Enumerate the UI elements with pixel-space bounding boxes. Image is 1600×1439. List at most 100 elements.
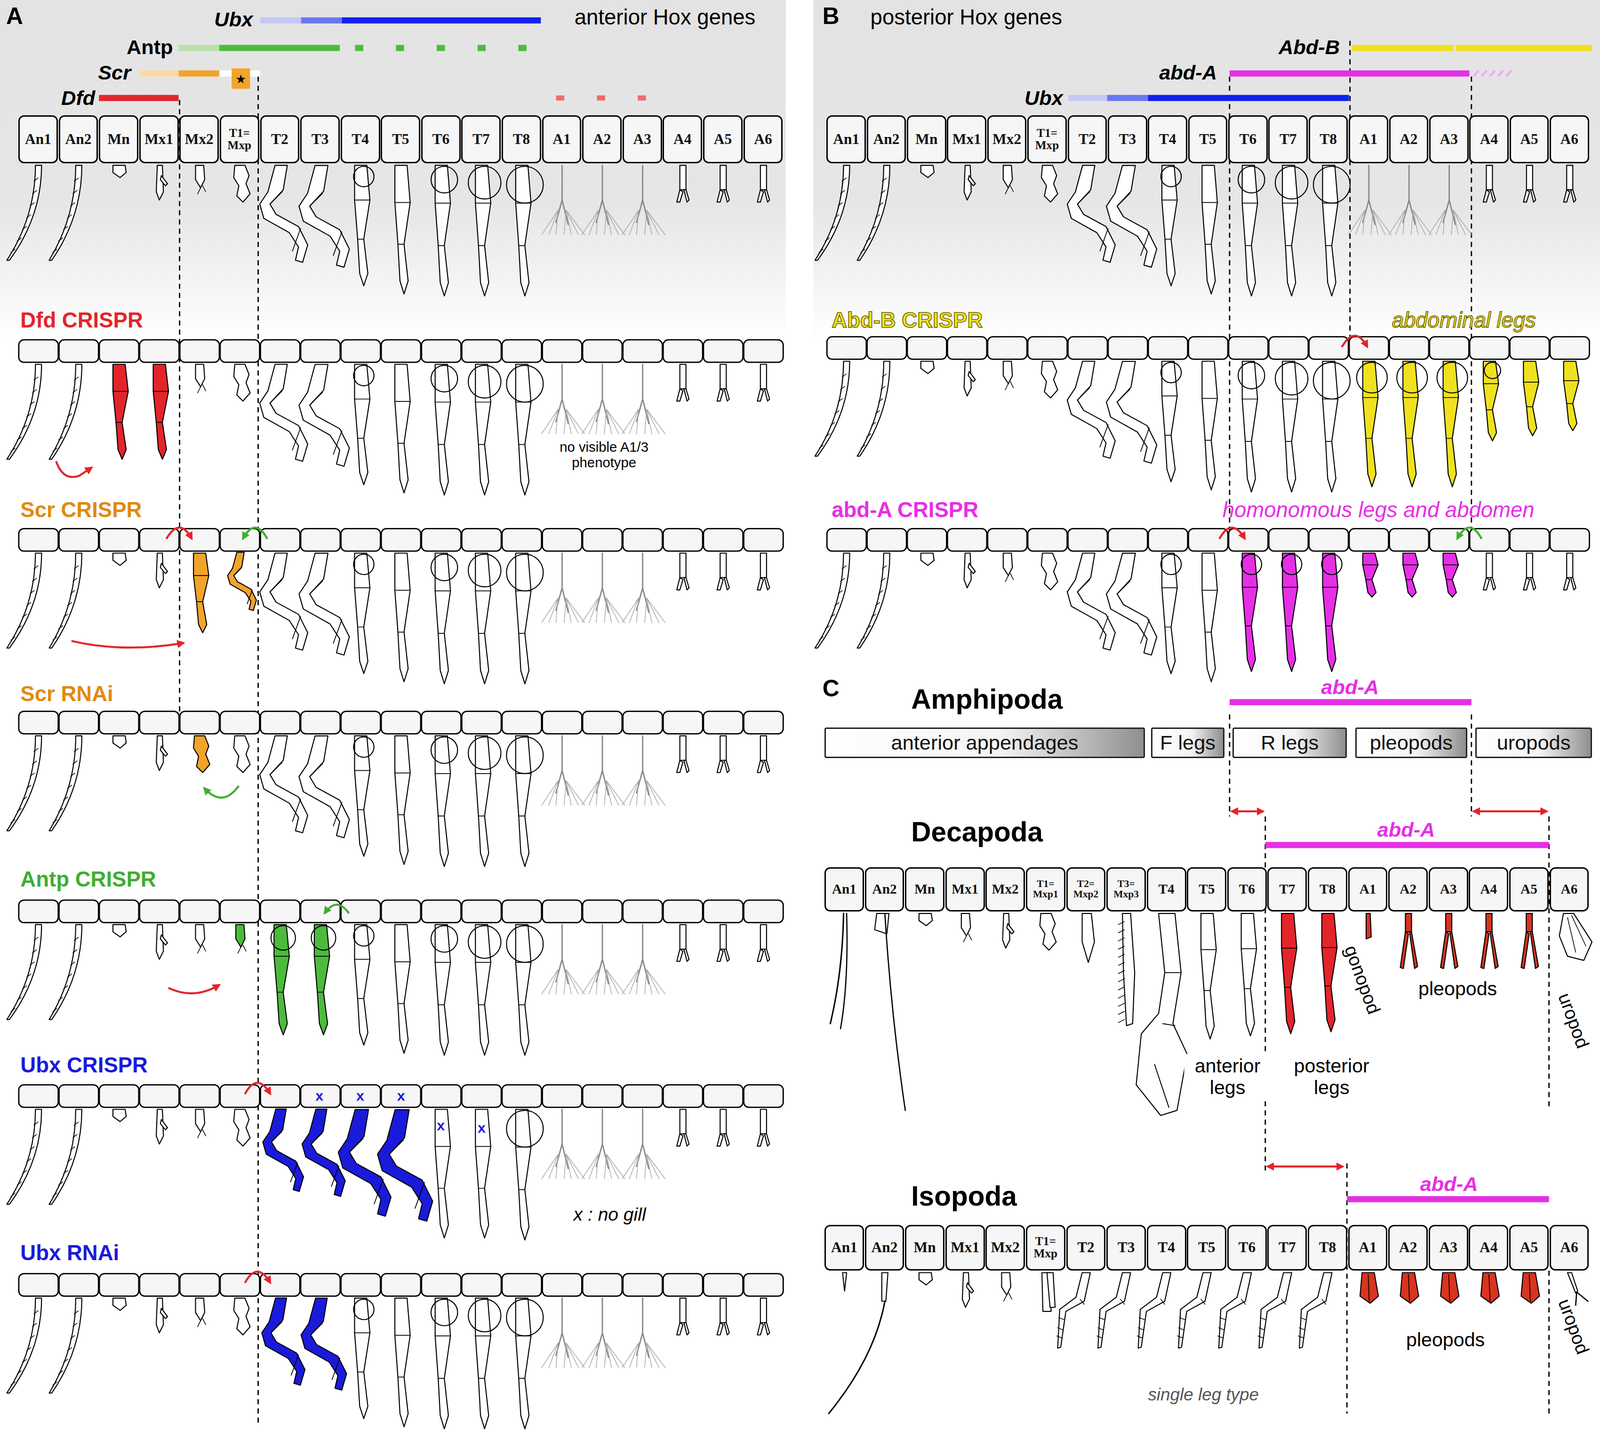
appendage-outline bbox=[676, 189, 683, 202]
appendage-line bbox=[606, 1154, 625, 1179]
appendage bbox=[1200, 913, 1217, 1040]
expression-bar bbox=[341, 17, 541, 24]
appendage bbox=[259, 165, 308, 263]
appendage bbox=[1281, 913, 1297, 1034]
gill bbox=[1281, 554, 1302, 575]
appendage-line bbox=[566, 210, 585, 235]
appendage bbox=[1437, 361, 1468, 488]
appendage-outline bbox=[717, 189, 724, 202]
segment-outline bbox=[300, 900, 341, 923]
appendage-outline bbox=[724, 189, 730, 202]
appendage-outline bbox=[515, 1109, 532, 1240]
appendage-line bbox=[515, 402, 532, 445]
appendage-outline bbox=[1299, 1272, 1332, 1348]
segment-outline bbox=[743, 339, 784, 363]
appendage-line bbox=[878, 398, 883, 402]
segment-label: T2 bbox=[1077, 1240, 1095, 1256]
appendage-outline bbox=[676, 1134, 683, 1147]
gill bbox=[1241, 554, 1262, 575]
appendage bbox=[717, 364, 730, 401]
segment-outline bbox=[139, 711, 180, 735]
appendage-outline bbox=[1567, 1272, 1578, 1293]
expression-bar bbox=[556, 95, 565, 101]
appendage-line bbox=[963, 933, 972, 942]
appendage-line bbox=[548, 409, 559, 434]
appendage bbox=[259, 552, 308, 650]
gill bbox=[468, 736, 501, 770]
appendage-line bbox=[1005, 185, 1014, 194]
appendage-line bbox=[515, 591, 532, 634]
appendage-line bbox=[30, 1146, 35, 1151]
appendage-outline bbox=[1201, 361, 1218, 490]
appendage bbox=[857, 165, 890, 261]
appendage bbox=[475, 1109, 491, 1238]
appendage-line bbox=[582, 598, 599, 623]
segment-outline bbox=[663, 1084, 703, 1108]
appendage-outline bbox=[1523, 189, 1530, 202]
gill bbox=[506, 736, 544, 774]
appendage-outline bbox=[968, 175, 976, 186]
experiment-label: Scr RNAi bbox=[20, 681, 113, 706]
appendage-line bbox=[354, 1332, 370, 1372]
expression-bar bbox=[1265, 841, 1550, 848]
appendage bbox=[233, 736, 251, 773]
appendage-line bbox=[26, 1158, 32, 1162]
segment-box: A4 bbox=[1468, 867, 1509, 912]
segment-box: T7 bbox=[1268, 115, 1308, 164]
appendage-line bbox=[1242, 399, 1258, 442]
appendage-line bbox=[26, 1347, 32, 1352]
appendage-line bbox=[589, 210, 599, 235]
appendage bbox=[830, 913, 848, 1029]
appendage-outline bbox=[193, 552, 209, 633]
appendage-outline bbox=[680, 364, 687, 389]
segment-outline bbox=[179, 711, 220, 735]
appendage-outline bbox=[1282, 552, 1298, 672]
appendage bbox=[857, 552, 890, 648]
appendage-line bbox=[475, 203, 491, 246]
segment-outline bbox=[502, 339, 542, 363]
appendage-line bbox=[22, 985, 27, 990]
appendage-outline bbox=[515, 552, 532, 684]
appendage-outline bbox=[1443, 552, 1459, 597]
segment-box: A3 bbox=[1428, 1224, 1469, 1272]
appendage bbox=[233, 1298, 251, 1336]
appendage-line bbox=[1575, 1292, 1588, 1306]
appendage-outline bbox=[7, 552, 42, 648]
boundary-dashed-line bbox=[178, 100, 181, 720]
appendage-line bbox=[394, 401, 411, 444]
expression-bar bbox=[1346, 1196, 1549, 1203]
appendage-line bbox=[435, 773, 451, 816]
no-gill-mark: x bbox=[315, 1088, 324, 1104]
appendage-outline bbox=[1570, 577, 1576, 591]
panel-title: anterior Hox genes bbox=[574, 5, 756, 30]
segment-outline bbox=[99, 1273, 139, 1297]
appendage-line bbox=[10, 1008, 16, 1012]
appendage-line bbox=[566, 1154, 579, 1179]
appendage-outline bbox=[49, 736, 82, 832]
segment-outline bbox=[341, 528, 381, 552]
appendage-line bbox=[72, 190, 78, 194]
segment-outline bbox=[58, 339, 99, 363]
segment-label: T7 bbox=[1279, 131, 1297, 147]
gene-label: Ubx bbox=[1024, 86, 1064, 110]
appendage-outline bbox=[475, 165, 491, 296]
appendage bbox=[1321, 913, 1338, 1032]
appendage-line bbox=[1368, 1274, 1369, 1302]
segment-outline bbox=[987, 336, 1028, 360]
segment-outline bbox=[99, 1084, 139, 1108]
appendage-line bbox=[10, 1193, 16, 1197]
appendage bbox=[1096, 1272, 1131, 1348]
appendage bbox=[541, 552, 585, 623]
appendage bbox=[227, 552, 257, 611]
appendage-outline bbox=[676, 760, 683, 773]
appendage bbox=[49, 364, 82, 460]
segment-box: T1= Mxp bbox=[1025, 1224, 1066, 1272]
segment-box: Mx2 bbox=[987, 115, 1027, 164]
segment-outline bbox=[1469, 528, 1510, 552]
appendage-line bbox=[197, 1129, 206, 1138]
appendage-line bbox=[1118, 970, 1125, 975]
appendage-outline bbox=[757, 388, 764, 401]
appendage bbox=[1001, 1272, 1012, 1302]
appendage-line bbox=[566, 969, 585, 994]
appendage-outline bbox=[1003, 165, 1013, 188]
